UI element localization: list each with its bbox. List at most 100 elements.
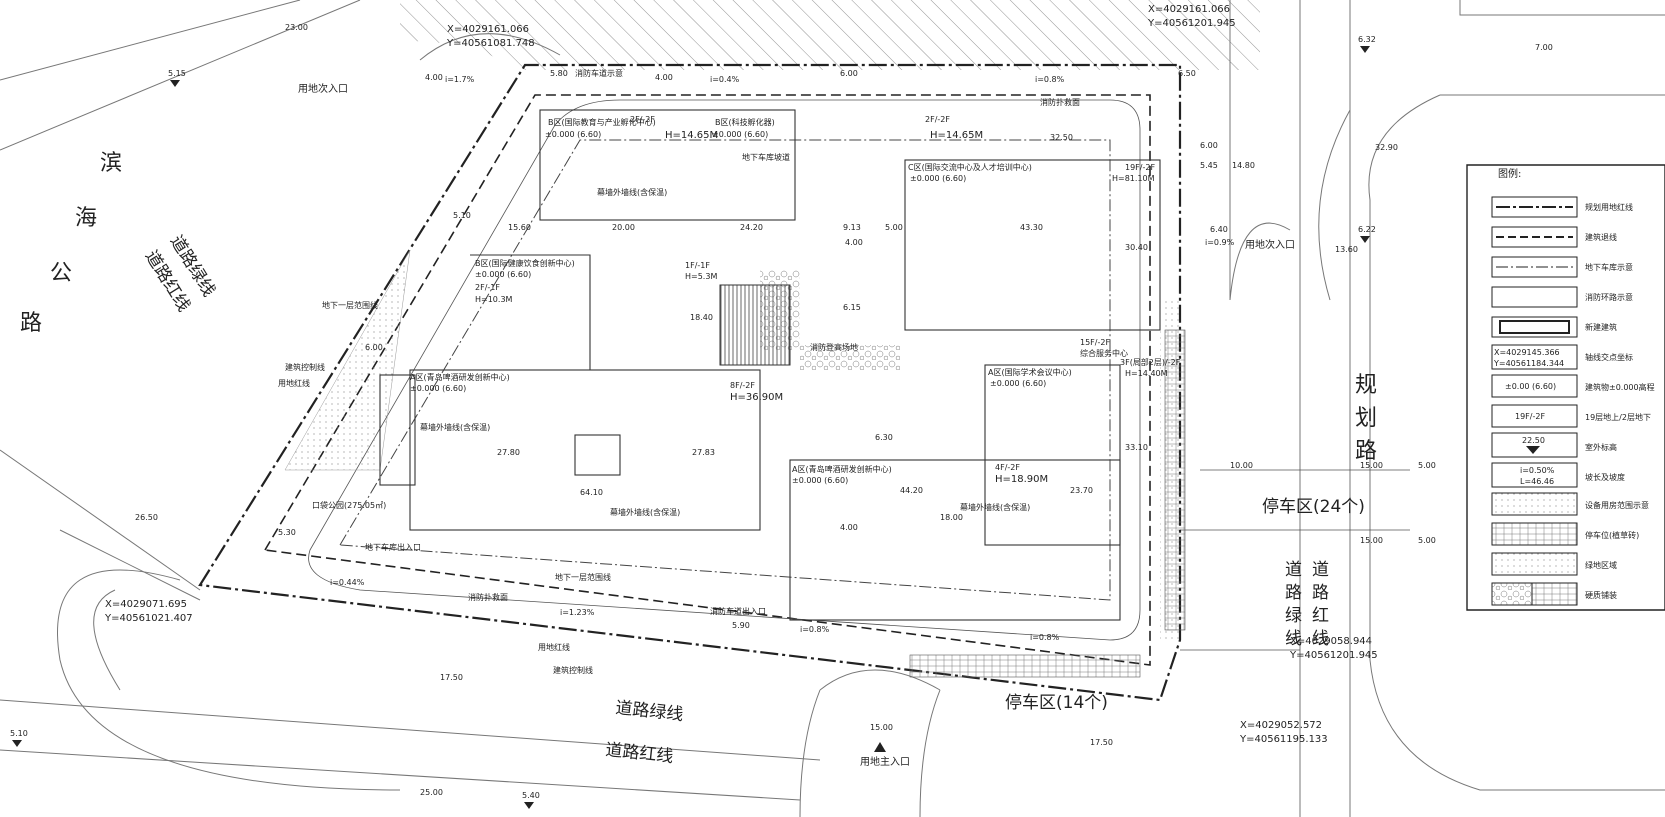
- building-setback-line: [263, 94, 1151, 666]
- right-green-char-2: 路: [1285, 583, 1302, 603]
- legend-floors-sample: 19F/-2F: [1515, 412, 1545, 421]
- level-triangle-icon: [170, 80, 180, 87]
- legend-item-12: 停车位(植草砖): [1585, 530, 1639, 540]
- zone-c-height: H=14.65M: [930, 130, 983, 141]
- legend-item-14: 硬质铺装: [1585, 590, 1617, 600]
- dim-18-40: 18.40: [690, 313, 713, 322]
- coord-top-left-y: Y=40561081.748: [446, 38, 535, 49]
- right-red-char-1: 道: [1312, 560, 1329, 580]
- legend-slope-i: i=0.50%: [1520, 466, 1555, 475]
- zone-b-left-floors: 2F/-1F: [475, 283, 500, 292]
- entrance-garage: 地下车库出入口: [365, 542, 421, 552]
- level-marker-8: 6.15: [843, 303, 861, 312]
- zone-c: C区(国际交流中心及人才培训中心): [908, 162, 1032, 172]
- level-marker-6: 6.22: [1358, 225, 1376, 234]
- zone-labels: B区(国际教育与产业孵化中心) ±0.000 (6.60) 2F/-2F H=1…: [312, 115, 1181, 510]
- zone-b-left-height: H=10.3M: [475, 295, 513, 304]
- note-curtain-4: 幕墙外墙线(含保温): [960, 502, 1030, 512]
- level-marker-4: 6.50: [1178, 69, 1196, 78]
- main-entrance-arrow-icon: [874, 742, 886, 752]
- legend-swatch-9: [1491, 432, 1578, 458]
- legend-item-2: 建筑退线: [1585, 232, 1617, 242]
- note-curtain-2: 幕墙外墙线(含保温): [420, 422, 490, 432]
- dim-15-00-c: 15.00: [870, 723, 893, 732]
- dim-18-00: 18.00: [940, 513, 963, 522]
- coord-top-right-x: X=4029161.066: [1148, 4, 1230, 15]
- zone-a-right-height: H=14.40M: [1125, 369, 1168, 378]
- legend-swatch-3: [1491, 256, 1578, 278]
- zone-b-top-height: H=14.65M: [665, 130, 718, 141]
- slope-labels: i=1.7% i=0.4% i=0.8% i=0.9% i=0.44% i=1.…: [330, 75, 1235, 642]
- level-marker-3: 6.00: [840, 69, 858, 78]
- legend-item-13: 绿地区域: [1585, 560, 1617, 570]
- zone-a-left-elev: ±0.000 (6.60): [410, 384, 466, 393]
- dim-4-00-c: 4.00: [845, 238, 863, 247]
- note-fire-entry: 消防车道出入口: [710, 606, 766, 616]
- binhai-char-4: 路: [20, 311, 42, 336]
- zone-a-mid: A区(青岛啤酒研发创新中心): [792, 464, 892, 474]
- legend-swatch-13: [1491, 552, 1578, 576]
- binhai-char-1: 滨: [100, 151, 122, 176]
- tower-floors: 15F/-2F: [1080, 338, 1110, 347]
- note-curtain-3: 幕墙外墙线(含保温): [610, 507, 680, 517]
- dim-9-13: 9.13: [843, 223, 861, 232]
- coord-bottom-right-x: X=4029052.572: [1240, 720, 1322, 731]
- center-height: H=36.90M: [730, 392, 783, 403]
- level-triangle-icon-5: [12, 740, 22, 747]
- dim-25-00: 25.00: [420, 788, 443, 797]
- zone-b-top: B区(国际教育与产业孵化中心): [548, 117, 656, 127]
- legend-level-sample: 22.50: [1522, 436, 1545, 445]
- coord-bottom-right-y: Y=40561195.133: [1239, 734, 1328, 745]
- note-fire-road: 消防车道示意: [575, 68, 623, 78]
- note-setback: 建筑控制线: [285, 362, 325, 372]
- note-redline: 用地红线: [278, 378, 310, 388]
- dim-15-00-b: 15.00: [1360, 536, 1383, 545]
- right-green-char-3: 绿: [1285, 606, 1302, 626]
- bottom-height: H=18.90M: [995, 474, 1048, 485]
- legend-item-4: 消防环路示意: [1585, 292, 1633, 302]
- dim-5-00-c: 5.00: [1418, 536, 1436, 545]
- annotation-notes: 消防车道示意 消防扑救面 消防扑救面 消防登高场地 地下一层范围线 地下一层范围…: [278, 68, 1080, 675]
- note-fire-face-1: 消防扑救面: [1040, 97, 1080, 107]
- slope-2: i=0.4%: [710, 75, 740, 84]
- slope-5: i=0.44%: [330, 578, 365, 587]
- zone-a-right-elev: ±0.000 (6.60): [990, 379, 1046, 388]
- zone-c-elev: ±0.000 (6.60): [910, 174, 966, 183]
- legend-item-1: 规划用地红线: [1585, 202, 1633, 212]
- level-marker-13: 5.40: [522, 791, 540, 800]
- zone-b-top-floors: 2F/-2F: [630, 115, 655, 124]
- dim-24-20: 24.20: [740, 223, 763, 232]
- dim-14-80: 14.80: [1232, 161, 1255, 170]
- zone-b-mid-top-elev: ±0.000 (6.60): [712, 130, 768, 139]
- level-marker-11: 6.30: [875, 433, 893, 442]
- dim-26-50: 26.50: [135, 513, 158, 522]
- dim-27-83: 27.83: [692, 448, 715, 457]
- right-green-char-4: 线: [1285, 629, 1302, 649]
- dim-44-20: 44.20: [900, 486, 923, 495]
- bottom-floors: 4F/-2F: [995, 463, 1020, 472]
- legend-swatch-6: [1491, 344, 1578, 370]
- legend-swatch-12: [1491, 522, 1578, 546]
- note-fire-platform: 消防登高场地: [810, 342, 858, 352]
- neighbour-hatch-area: [400, 0, 1260, 70]
- right-green-char-1: 道: [1285, 560, 1302, 580]
- legend-swatch-1: [1491, 196, 1578, 218]
- zone-a-mid-elev: ±0.000 (6.60): [792, 476, 848, 485]
- legend-swatch-8: [1491, 404, 1578, 428]
- zone-c-floors: 2F/-2F: [925, 115, 950, 124]
- entrance-secondary-top: 用地次入口: [298, 82, 348, 95]
- level-triangle-icon-2: [1360, 46, 1370, 53]
- legend-item-6: 轴线交点坐标: [1585, 352, 1633, 362]
- legend-swatch-2: [1491, 226, 1578, 248]
- note-setback-2: 建筑控制线: [553, 665, 593, 675]
- zone-b-top-elev: ±0.000 (6.60): [545, 130, 601, 139]
- slope-4: i=0.9%: [1205, 238, 1235, 247]
- entrance-main-bottom: 用地主入口: [860, 755, 910, 768]
- bottom-red-line-label: 道路红线: [604, 740, 674, 767]
- legend-slope-l: L=46.46: [1520, 477, 1554, 486]
- coord-right-x: X=4029058.944: [1290, 636, 1372, 647]
- mid-floors: 1F/-1F: [685, 261, 710, 270]
- zone-a-left: A区(青岛啤酒研发创新中心): [410, 372, 510, 382]
- legend-swatch-14a: [1491, 582, 1533, 606]
